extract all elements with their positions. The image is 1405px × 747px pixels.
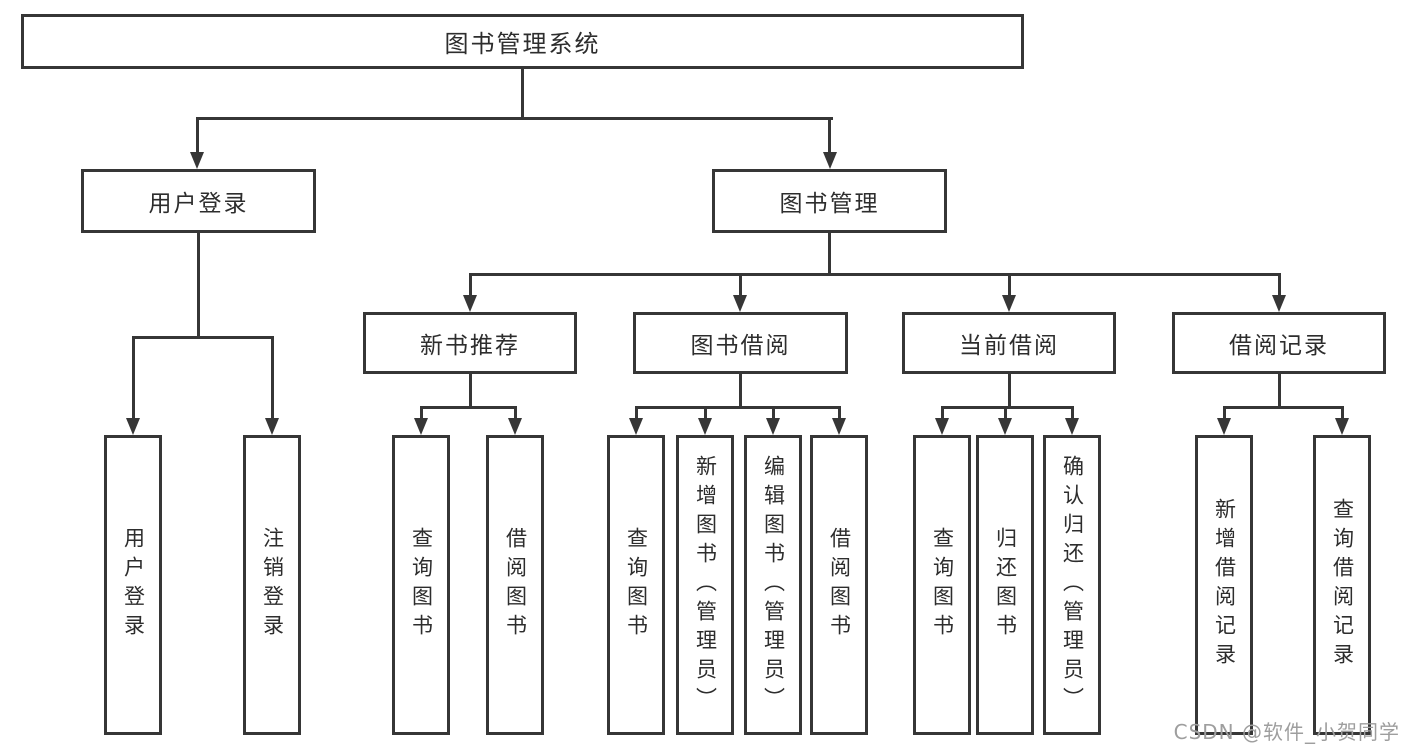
arrowhead	[832, 418, 846, 435]
arrowhead	[935, 418, 949, 435]
leaf-label: 归还图书	[993, 527, 1018, 643]
leaf-label: 用户登录	[121, 527, 146, 643]
leaf-query-books-2: 查询图书	[607, 435, 665, 735]
connector-line	[1008, 374, 1011, 409]
node-new-book-recommendation: 新书推荐	[363, 312, 577, 374]
arrowhead	[508, 418, 522, 435]
connector-line	[828, 117, 831, 154]
arrowhead	[1217, 418, 1231, 435]
node-label: 图书管理系统	[444, 30, 601, 58]
connector-line	[1004, 406, 1007, 420]
leaf-user-login: 用户登录	[104, 435, 162, 735]
node-book-borrowing: 图书借阅	[633, 312, 848, 374]
leaf-add-borrow-record: 新增借阅记录	[1195, 435, 1253, 735]
leaf-label: 编辑图书（管理员）	[761, 454, 786, 716]
node-label: 图书借阅	[690, 333, 791, 359]
leaf-query-borrow-record: 查询借阅记录	[1313, 435, 1371, 735]
leaf-add-books-admin: 新增图书（管理员）	[676, 435, 734, 735]
connector-line	[469, 273, 472, 297]
connector-line	[704, 406, 707, 420]
node-borrowing-records: 借阅记录	[1172, 312, 1386, 374]
connector-line	[838, 406, 841, 420]
connector-line	[1008, 273, 1011, 297]
connector-line	[772, 406, 775, 420]
arrowhead	[698, 418, 712, 435]
watermark: CSDN @软件_小贺同学	[1173, 720, 1400, 744]
arrowhead	[998, 418, 1012, 435]
connector-line	[635, 406, 638, 420]
connector-line	[1341, 406, 1344, 420]
connector-line	[941, 406, 944, 420]
node-label: 借阅记录	[1229, 333, 1329, 359]
arrowhead	[265, 418, 279, 435]
connector-line	[197, 233, 200, 337]
leaf-label: 查询图书	[930, 527, 955, 643]
leaf-query-books-1: 查询图书	[392, 435, 450, 735]
connector-line	[469, 273, 1281, 276]
connector-line	[1278, 273, 1281, 297]
node-current-borrowing: 当前借阅	[902, 312, 1116, 374]
leaf-confirm-return-admin: 确认归还（管理员）	[1043, 435, 1101, 735]
connector-line	[941, 406, 1074, 409]
arrowhead	[823, 152, 837, 169]
node-library-system: 图书管理系统	[21, 14, 1024, 69]
arrowhead	[414, 418, 428, 435]
connector-line	[271, 336, 274, 420]
arrowhead	[766, 418, 780, 435]
connector-line	[132, 336, 135, 420]
connector-line	[828, 233, 831, 275]
node-label: 用户登录	[148, 191, 249, 217]
leaf-borrow-books-2: 借阅图书	[810, 435, 868, 735]
connector-line	[196, 117, 199, 154]
leaf-query-books-3: 查询图书	[913, 435, 971, 735]
leaf-borrow-books-1: 借阅图书	[486, 435, 544, 735]
leaf-label: 新增借阅记录	[1212, 498, 1237, 672]
node-label: 当前借阅	[959, 333, 1059, 359]
leaf-label: 注销登录	[260, 527, 285, 643]
connector-line	[1278, 374, 1281, 409]
node-label: 图书管理	[779, 191, 880, 217]
arrowhead	[733, 295, 747, 312]
leaf-label: 查询图书	[624, 527, 649, 643]
arrowhead	[629, 418, 643, 435]
arrowhead	[1065, 418, 1079, 435]
arrowhead	[1272, 295, 1286, 312]
connector-line	[196, 117, 833, 120]
connector-line	[1071, 406, 1074, 420]
leaf-label: 新增图书（管理员）	[693, 454, 718, 716]
connector-line	[469, 374, 472, 409]
leaf-label: 借阅图书	[503, 527, 528, 643]
arrowhead	[190, 152, 204, 169]
node-user-login: 用户登录	[81, 169, 316, 233]
arrowhead	[1002, 295, 1016, 312]
node-book-management: 图书管理	[712, 169, 947, 233]
arrowhead	[1335, 418, 1349, 435]
connector-line	[132, 336, 274, 339]
leaf-edit-books-admin: 编辑图书（管理员）	[744, 435, 802, 735]
leaf-label: 借阅图书	[827, 527, 852, 643]
node-label: 新书推荐	[420, 333, 520, 359]
leaf-label: 查询借阅记录	[1330, 498, 1355, 672]
connector-line	[420, 406, 517, 409]
connector-line	[739, 273, 742, 297]
arrowhead	[126, 418, 140, 435]
connector-line	[635, 406, 841, 409]
connector-line	[420, 406, 423, 420]
leaf-label: 确认归还（管理员）	[1060, 454, 1085, 716]
arrowhead	[463, 295, 477, 312]
connector-line	[1223, 406, 1344, 409]
connector-line	[1223, 406, 1226, 420]
connector-line	[521, 69, 524, 117]
leaf-return-books: 归还图书	[976, 435, 1034, 735]
leaf-label: 查询图书	[409, 527, 434, 643]
leaf-logout: 注销登录	[243, 435, 301, 735]
connector-line	[739, 374, 742, 409]
connector-line	[514, 406, 517, 420]
